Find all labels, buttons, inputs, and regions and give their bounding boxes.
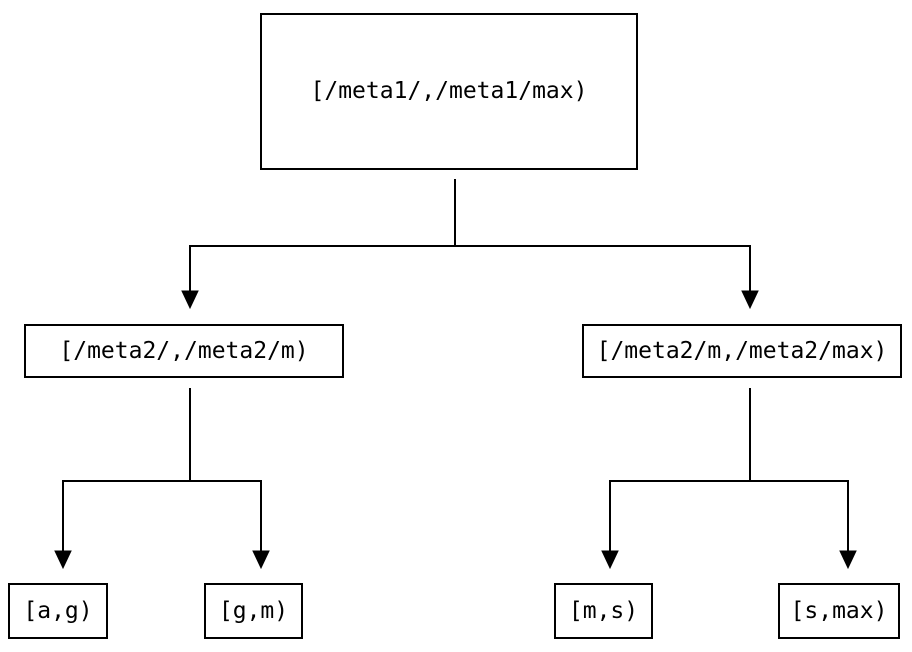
node-meta2-high: [/meta2/m,/meta2/max): [582, 324, 902, 378]
arrowhead-leaf-ag: [54, 550, 72, 570]
arrowhead-leaf-smax: [839, 550, 857, 570]
node-meta2-high-label: [/meta2/m,/meta2/max): [596, 337, 888, 364]
arrowhead-meta2-high: [741, 290, 759, 310]
node-leaf-ag-label: [a,g): [23, 597, 93, 624]
node-leaf-smax-label: [s,max): [790, 597, 888, 624]
node-leaf-ms: [m,s): [554, 583, 653, 639]
node-leaf-ms-label: [m,s): [568, 597, 639, 624]
arrowhead-meta2-low: [181, 290, 199, 310]
node-leaf-ag: [a,g): [8, 583, 108, 639]
node-leaf-gm-label: [g,m): [218, 597, 289, 624]
arrowhead-leaf-gm: [252, 550, 270, 570]
node-leaf-smax: [s,max): [778, 583, 900, 639]
node-root: [/meta1/,/meta1/max): [260, 13, 638, 170]
node-root-label: [/meta1/,/meta1/max): [310, 78, 588, 104]
node-meta2-low: [/meta2/,/meta2/m): [24, 324, 344, 378]
node-meta2-low-label: [/meta2/,/meta2/m): [59, 337, 309, 364]
node-leaf-gm: [g,m): [204, 583, 303, 639]
arrowhead-leaf-ms: [601, 550, 619, 570]
